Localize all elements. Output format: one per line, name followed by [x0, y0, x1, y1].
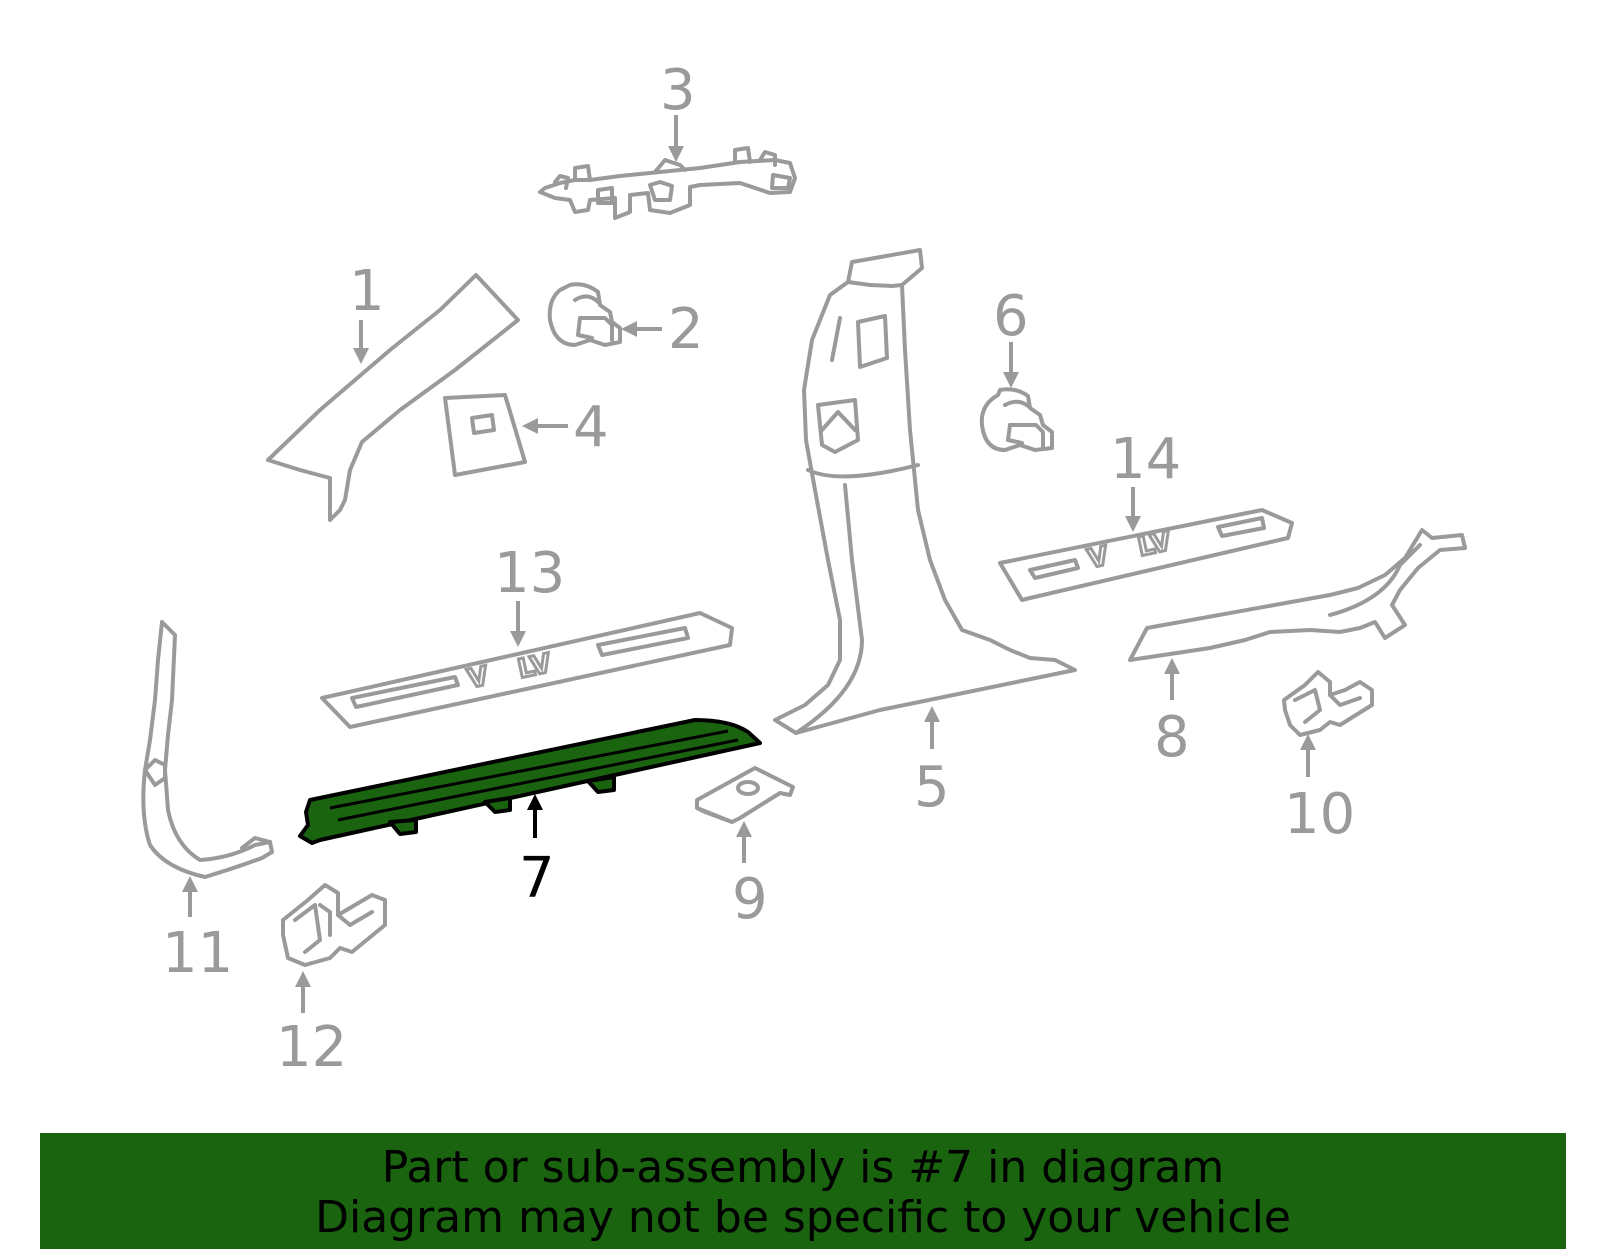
- callout-10-arrow: [1300, 734, 1316, 777]
- callout-3-arrow: [668, 115, 684, 162]
- callout-14[interactable]: 14: [1110, 427, 1181, 492]
- callout-2[interactable]: 2: [668, 297, 704, 362]
- part-11-weatherstrip[interactable]: [141, 620, 274, 879]
- part-6-clip[interactable]: [979, 387, 1054, 452]
- callout-3[interactable]: 3: [660, 58, 696, 123]
- banner-line-1: Part or sub-assembly is #7 in diagram: [381, 1142, 1225, 1193]
- part-1-a-pillar-trim[interactable]: [266, 273, 520, 522]
- part-9-retainer[interactable]: [695, 766, 795, 824]
- callout-5[interactable]: 5: [914, 755, 950, 820]
- part-13-sill-plate[interactable]: V LV: [320, 611, 734, 729]
- banner-line-2: Diagram may not be specific to your vehi…: [315, 1192, 1291, 1243]
- callout-7-arrow: [527, 794, 543, 838]
- callout-2-arrow: [621, 321, 662, 337]
- callout-13[interactable]: 13: [494, 541, 565, 606]
- callout-5-arrow: [924, 706, 940, 749]
- callout-12-arrow: [295, 971, 311, 1013]
- callout-4-arrow: [522, 418, 568, 434]
- info-banner: Part or sub-assembly is #7 in diagram Di…: [40, 1133, 1566, 1249]
- callout-4[interactable]: 4: [573, 395, 609, 460]
- part-4-pad[interactable]: [443, 393, 527, 477]
- part-5-b-pillar-trim[interactable]: [773, 248, 1077, 735]
- callout-6[interactable]: 6: [993, 284, 1029, 349]
- callout-1[interactable]: 1: [349, 259, 385, 324]
- part-8-kick-panel[interactable]: [1128, 528, 1467, 662]
- part-10-clip[interactable]: [1282, 670, 1374, 737]
- callout-8[interactable]: 8: [1154, 705, 1190, 770]
- part-14-sill-plate[interactable]: V LV: [998, 508, 1294, 602]
- part-3-bracket[interactable]: [538, 146, 797, 220]
- callout-10[interactable]: 10: [1284, 782, 1355, 847]
- callout-13-arrow: [510, 601, 526, 647]
- part-12-clip[interactable]: [281, 883, 387, 967]
- part-7-scuff-plate[interactable]: [298, 718, 762, 845]
- callout-8-arrow: [1164, 658, 1180, 700]
- callout-9-arrow: [736, 821, 752, 863]
- callout-14-arrow: [1125, 487, 1141, 532]
- callout-11[interactable]: 11: [162, 921, 233, 986]
- part-2-clip[interactable]: [547, 282, 622, 347]
- callout-7[interactable]: 7: [519, 846, 555, 911]
- callout-9[interactable]: 9: [732, 867, 768, 932]
- callout-11-arrow: [182, 876, 198, 917]
- callout-12[interactable]: 12: [276, 1015, 347, 1080]
- callout-1-arrow: [353, 320, 369, 364]
- callout-6-arrow: [1003, 342, 1019, 388]
